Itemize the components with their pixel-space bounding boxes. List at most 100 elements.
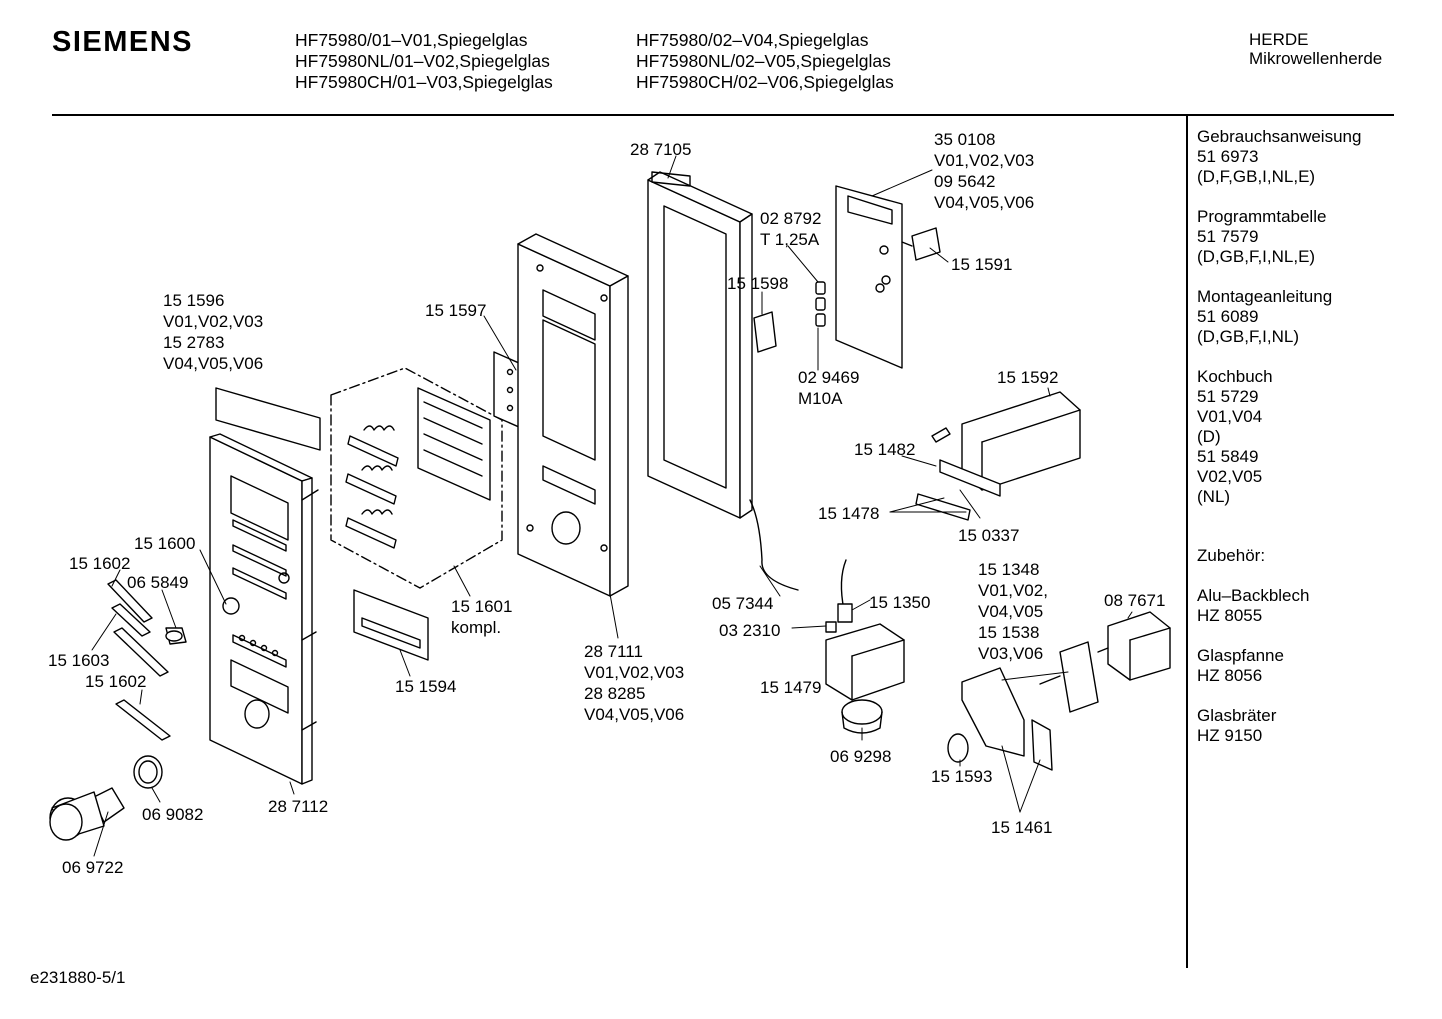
part-label-029469: 02 9469 M10A bbox=[798, 367, 859, 409]
accessory-glasbraeter: Glasbräter HZ 9150 bbox=[1197, 706, 1276, 746]
doc-languages: (D,GB,F,I,NL,E) bbox=[1197, 247, 1316, 266]
part-label-151479: 15 1479 bbox=[760, 678, 822, 697]
doc-programmtabelle: Programmtabelle 51 7579 (D,GB,F,I,NL,E) bbox=[1197, 207, 1326, 267]
timer-part bbox=[1097, 611, 1171, 681]
doc-languages: (D) bbox=[1197, 427, 1221, 446]
doc-number: 51 6973 bbox=[1197, 147, 1259, 166]
doc-montageanleitung: Montageanleitung 51 6089 (D,GB,F,I,NL) bbox=[1197, 287, 1332, 347]
relay-part bbox=[825, 559, 905, 701]
doc-title: Kochbuch bbox=[1197, 367, 1273, 386]
rotary-switch-part bbox=[1039, 641, 1099, 713]
part-label-151350: 15 1350 bbox=[869, 593, 931, 612]
doc-variant: V01,V04 bbox=[1197, 407, 1263, 426]
part-label-057344: 05 7344 bbox=[712, 594, 774, 613]
header-divider bbox=[52, 114, 1394, 116]
pcb-part bbox=[835, 185, 903, 369]
part-variant: V01,V02,V03 bbox=[584, 663, 685, 682]
part-variant: V04,V05 bbox=[978, 602, 1044, 621]
window-part bbox=[353, 589, 429, 661]
leader-lines bbox=[91, 155, 1133, 857]
doc-number: 51 6089 bbox=[1197, 307, 1259, 326]
accessory-alu-backblech: Alu–Backblech HZ 8055 bbox=[1197, 586, 1309, 626]
selector-part bbox=[901, 227, 941, 261]
doc-title: Montageanleitung bbox=[1197, 287, 1333, 306]
fuse-parts bbox=[815, 281, 826, 327]
part-variant: V01,V02,V03 bbox=[934, 151, 1035, 170]
model-line: HF75980CH/02–V06,Spiegelglas bbox=[636, 72, 894, 92]
part-label-151602-top: 15 1602 bbox=[69, 554, 131, 573]
part-label-151482: 15 1482 bbox=[854, 440, 916, 459]
doc-number: 51 5729 bbox=[1197, 387, 1259, 406]
doc-number: 51 7579 bbox=[1197, 227, 1259, 246]
part-label-151593: 15 1593 bbox=[931, 767, 993, 786]
part-variant: V04,V05,V06 bbox=[163, 354, 264, 373]
part-variant: V03,V06 bbox=[978, 644, 1044, 663]
doc-languages: (NL) bbox=[1197, 487, 1231, 506]
drawing-reference: e231880-5/1 bbox=[30, 968, 126, 987]
bracket-part bbox=[961, 667, 1053, 771]
part-label-287112: 28 7112 bbox=[268, 797, 329, 816]
doc-title: Programmtabelle bbox=[1197, 207, 1327, 226]
front-panel-part bbox=[209, 433, 319, 785]
part-spec: T 1,25A bbox=[760, 230, 820, 249]
part-label-350108: 35 0108 V01,V02,V03 09 5642 V04,V05,V06 bbox=[934, 129, 1034, 213]
model-line: HF75980CH/01–V03,Spiegelglas bbox=[295, 72, 553, 92]
part-number: 15 1348 bbox=[978, 560, 1040, 579]
wire-part bbox=[749, 499, 799, 591]
switch-part bbox=[753, 311, 777, 353]
part-label-087671: 08 7671 bbox=[1104, 591, 1166, 610]
sidebar-divider bbox=[1186, 116, 1188, 968]
part-number: 09 5642 bbox=[934, 172, 996, 191]
category: HERDE Mikrowellenherde bbox=[1249, 30, 1382, 68]
part-number: 15 1596 bbox=[163, 291, 225, 310]
accessories-title: Zubehör: bbox=[1197, 546, 1266, 565]
keypad-assembly-outline bbox=[330, 367, 503, 589]
part-label-151596: 15 1596 V01,V02,V03 15 2783 V04,V05,V06 bbox=[163, 290, 263, 374]
part-label-150337: 15 0337 bbox=[958, 526, 1020, 545]
part-label-287111: 28 7111 V01,V02,V03 28 8285 V04,V05,V06 bbox=[584, 641, 684, 725]
part-label-151478: 15 1478 bbox=[818, 504, 880, 523]
doc-languages: (D,GB,F,I,NL) bbox=[1197, 327, 1300, 346]
brand-logo: SIEMENS bbox=[52, 26, 194, 58]
part-number: 02 9469 bbox=[798, 368, 860, 387]
keys-parts bbox=[915, 427, 1001, 521]
doc-kochbuch: Kochbuch 51 5729 V01,V04 (D) 51 5849 V02… bbox=[1197, 367, 1273, 507]
accessory-number: HZ 8055 bbox=[1197, 606, 1263, 625]
label-plate-part bbox=[215, 387, 321, 451]
category-line: HERDE bbox=[1249, 30, 1309, 49]
doc-variant: V02,V05 bbox=[1197, 467, 1263, 486]
part-number: 28 8285 bbox=[584, 684, 646, 703]
part-number: 35 0108 bbox=[934, 130, 996, 149]
accessory-name: Glasbräter bbox=[1197, 706, 1277, 725]
part-label-069298: 06 9298 bbox=[830, 747, 892, 766]
part-variant: V04,V05,V06 bbox=[934, 193, 1035, 212]
part-variant: V01,V02, bbox=[978, 581, 1048, 600]
part-variant: V04,V05,V06 bbox=[584, 705, 685, 724]
part-label-151348: 15 1348 V01,V02, V04,V05 15 1538 V03,V06 bbox=[978, 559, 1048, 664]
part-label-151602-bottom: 15 1602 bbox=[85, 672, 147, 691]
model-line: HF75980NL/01–V02,Spiegelglas bbox=[295, 51, 550, 71]
part-number: 15 1601 bbox=[451, 597, 513, 616]
part-number: 15 1538 bbox=[978, 623, 1040, 642]
part-label-151603: 15 1603 bbox=[48, 651, 110, 670]
part-label-151601: 15 1601 kompl. bbox=[451, 596, 512, 638]
model-line: HF75980/01–V01,Spiegelglas bbox=[295, 30, 528, 50]
ring-part bbox=[133, 755, 163, 789]
part-label-069722: 06 9722 bbox=[62, 858, 124, 877]
part-label-151592: 15 1592 bbox=[997, 368, 1059, 387]
grommet-part bbox=[947, 733, 969, 763]
part-label-151597: 15 1597 bbox=[425, 301, 487, 320]
part-note: kompl. bbox=[451, 618, 502, 637]
doc-number: 51 5849 bbox=[1197, 447, 1259, 466]
accessory-number: HZ 9150 bbox=[1197, 726, 1263, 745]
rear-frame-part bbox=[647, 171, 753, 519]
part-spec: M10A bbox=[798, 389, 843, 408]
side-strip-parts bbox=[107, 579, 171, 741]
doc-title: Gebrauchsanweisung bbox=[1197, 127, 1362, 146]
accessory-glaspfanne: Glaspfanne HZ 8056 bbox=[1197, 646, 1284, 686]
model-list-2: HF75980/02–V04,Spiegelglas HF75980NL/02–… bbox=[636, 30, 894, 93]
part-label-028792: 02 8792 T 1,25A bbox=[760, 208, 821, 250]
accessory-number: HZ 8056 bbox=[1197, 666, 1263, 685]
part-label-287105: 28 7105 bbox=[630, 140, 692, 159]
